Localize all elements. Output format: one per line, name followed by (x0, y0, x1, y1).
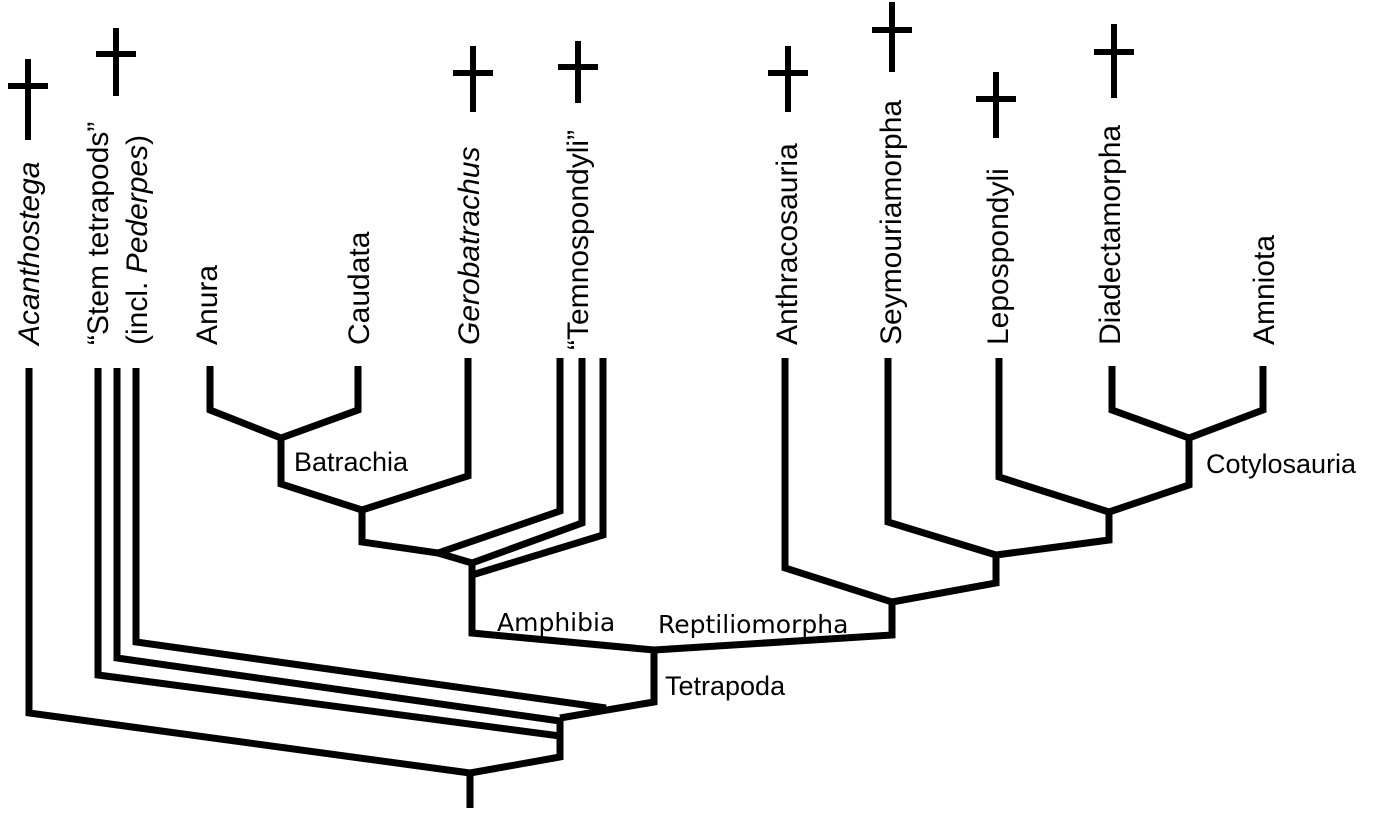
branch-reptiliomorpha (653, 602, 896, 654)
dagger-icon (558, 41, 598, 103)
taxon-acanthostega: Acanthostega (13, 162, 46, 347)
branch-cotylosauria (1107, 438, 1193, 516)
clade-labels: Batrachia Amphibia Reptiliomorpha Tetrap… (294, 447, 1357, 701)
branch-amphibia (468, 563, 655, 654)
branch-anura (206, 366, 283, 442)
taxon-gerobatrachus: Gerobatrachus (453, 147, 486, 345)
clade-amphibia: Amphibia (497, 608, 615, 637)
branch-to-tetrapoda (559, 650, 658, 722)
dagger-icon (768, 46, 808, 112)
dagger-icon (1094, 24, 1134, 98)
branch-batrachia-group (358, 510, 439, 557)
clade-batrachia: Batrachia (294, 447, 409, 477)
branch-acanthostega (25, 368, 471, 777)
taxon-diadectamorpha: Diadectamorpha (1094, 125, 1127, 345)
tree-branches (25, 358, 1267, 808)
branch-seymouriamorpha (884, 358, 998, 559)
branch-temnospondyli-2 (470, 358, 586, 567)
branch-temnospondyli-3 (470, 358, 607, 579)
dagger-icon (976, 72, 1016, 138)
branch-stem-tetrapods-2 (113, 368, 561, 725)
extinct-markers (8, 2, 1134, 140)
taxon-stem-tetrapods: “Stem tetrapods” (82, 122, 115, 345)
branch-reptiliomorpha-node (891, 555, 1000, 606)
branch-lepospondyli (995, 358, 1111, 516)
taxon-seymouriamorpha: Seymouriamorpha (875, 100, 908, 345)
clade-tetrapoda: Tetrapoda (665, 671, 786, 701)
branch-amniota (1187, 366, 1267, 442)
branch-lepospondyli-group (995, 512, 1113, 559)
taxon-temnospondyli: “Temnospondyli” (562, 130, 595, 350)
dagger-icon (872, 2, 912, 72)
branch-stem-tetrapods-3 (132, 368, 607, 712)
taxon-stem-tetrapods-note: (incl. Pederpes) (121, 135, 154, 345)
taxon-lepospondyli: Lepospondyli (982, 168, 1015, 345)
branch-temnospondyli-1 (436, 358, 564, 557)
branch-stem-tetrapods-1 (94, 368, 561, 740)
branch-anthracosauria (781, 358, 894, 606)
branch-caudata (279, 366, 362, 442)
clade-reptiliomorpha: Reptiliomorpha (658, 610, 848, 639)
dagger-icon (453, 46, 493, 108)
branch-stem-node (469, 718, 564, 777)
branch-gerobatrachus (360, 358, 472, 514)
taxon-labels: Acanthostega “Stem tetrapods” (incl. Ped… (13, 100, 1281, 350)
taxon-caudata: Caudata (343, 231, 376, 345)
taxon-anthracosauria: Anthracosauria (771, 143, 804, 345)
dagger-icon (96, 28, 136, 96)
taxon-anura: Anura (191, 265, 224, 345)
clade-cotylosauria: Cotylosauria (1206, 449, 1357, 479)
branch-batrachia (277, 438, 364, 514)
taxon-amniota: Amniota (1248, 235, 1281, 345)
branch-diadectamorpha (1108, 366, 1191, 442)
dagger-icon (8, 59, 48, 124)
